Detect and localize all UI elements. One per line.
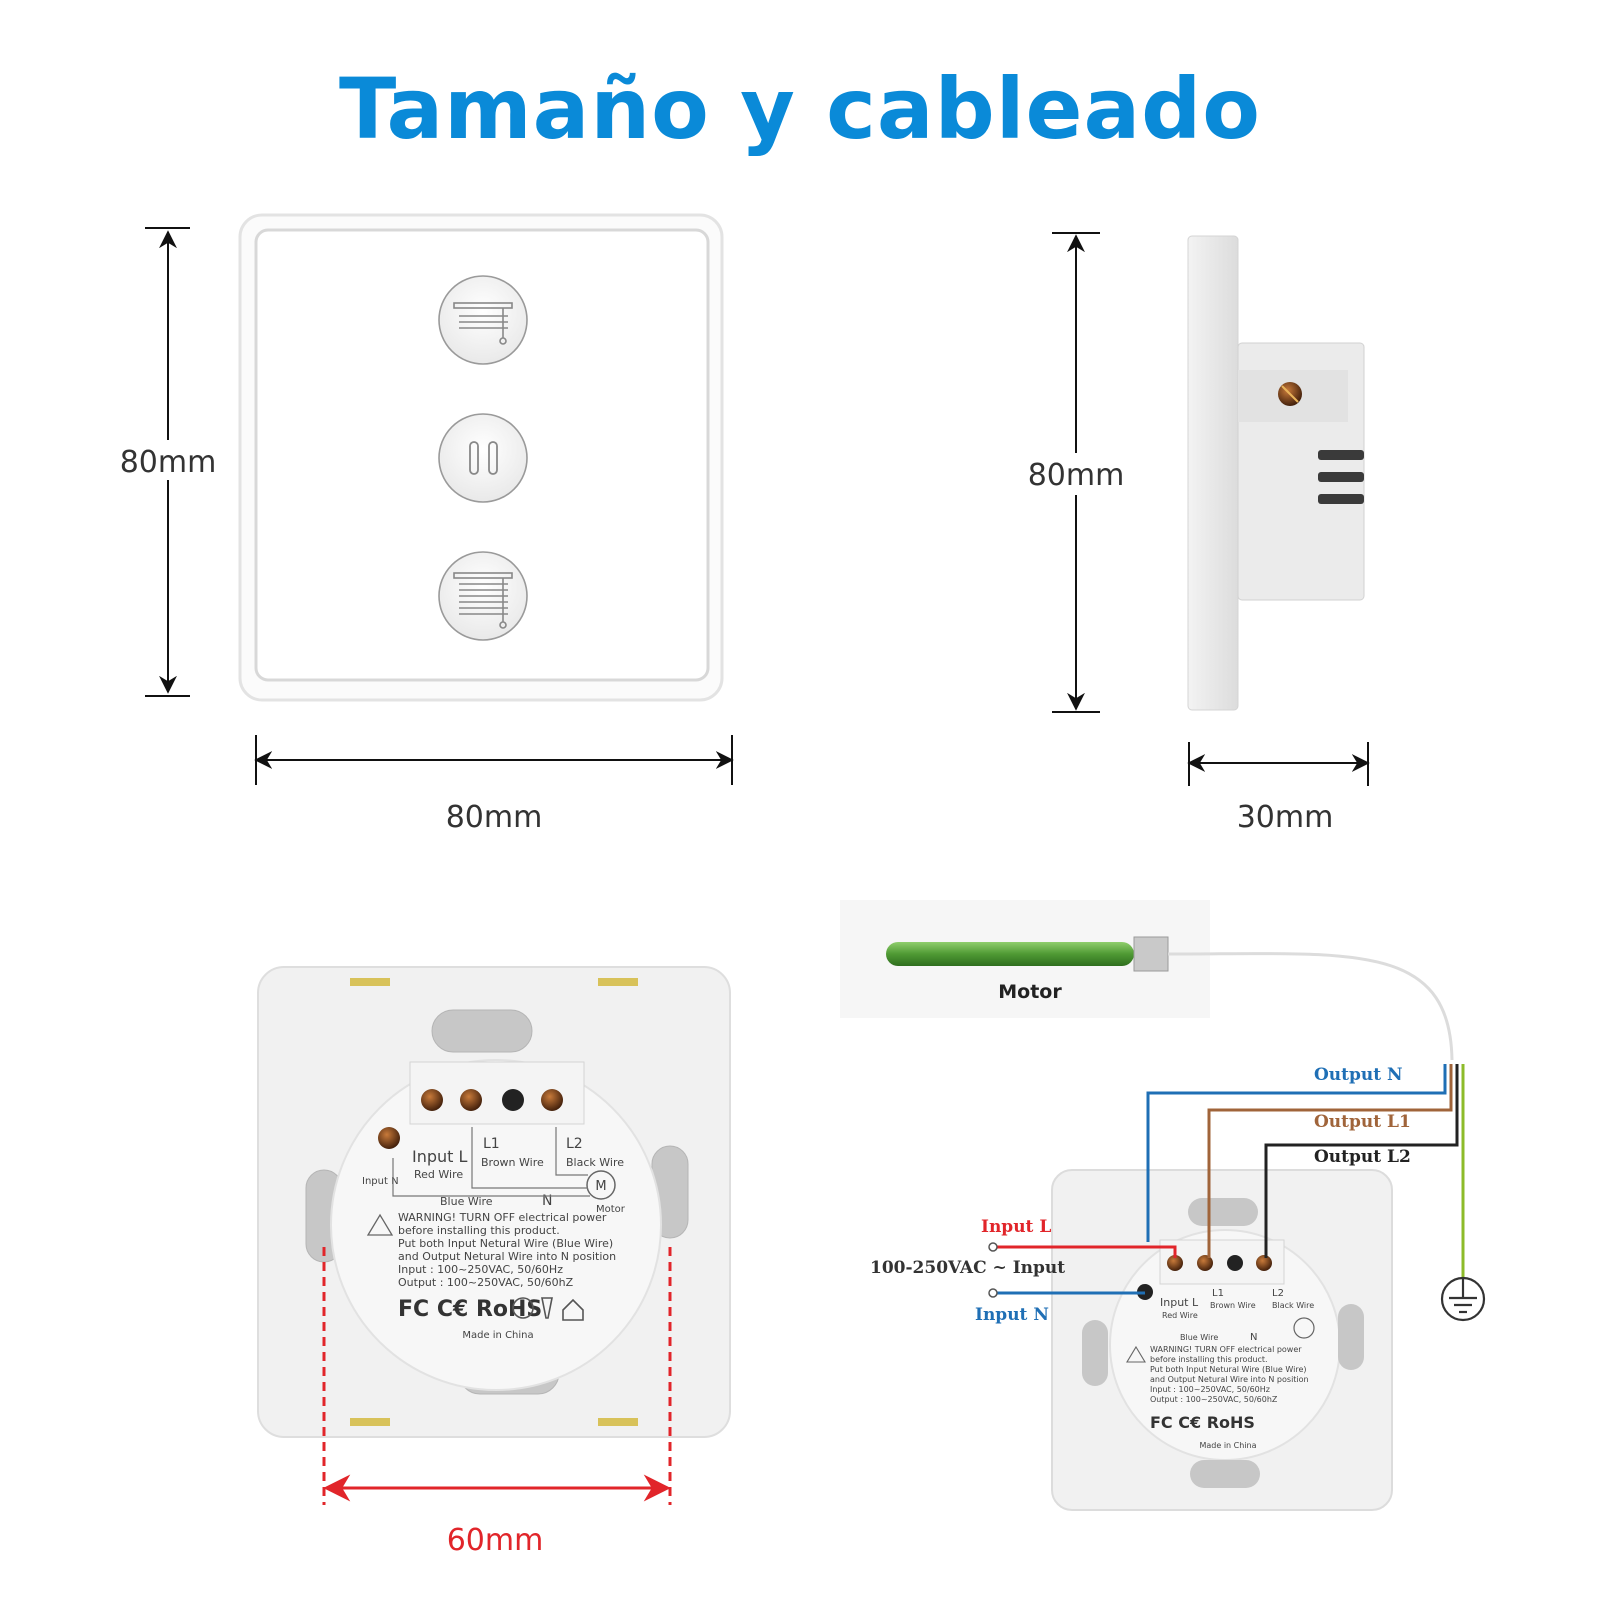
input-n-text: Input N <box>362 1176 399 1187</box>
side-faceplate <box>1187 235 1239 711</box>
wd-warning-line-6: Output : 100~250VAC, 50/60hZ <box>1150 1395 1278 1404</box>
terminal-screws <box>378 1089 563 1149</box>
front-view: 80mm 80mm <box>115 213 734 835</box>
wd-warning-line-4: and Output Netural Wire into N position <box>1150 1375 1309 1384</box>
wd-l2-text: L2 <box>1272 1288 1284 1299</box>
warning-line-5: Input : 100~250VAC, 50/60Hz <box>398 1263 563 1276</box>
output-l2-wire <box>1264 1064 1459 1258</box>
l2-text: L2 <box>566 1136 583 1152</box>
input-voltage-label: 100-250VAC ~ Input <box>870 1258 1065 1278</box>
black-wire-text: Black Wire <box>566 1156 624 1169</box>
output-l1-wire <box>1207 1064 1453 1258</box>
warning-line-6: Output : 100~250VAC, 50/60hZ <box>398 1276 574 1289</box>
wd-warning-line-1: WARNING! TURN OFF electrical power <box>1150 1345 1302 1354</box>
wd-blue-wire-text: Blue Wire <box>1180 1333 1218 1342</box>
recycle-weee-house-icons <box>512 1297 584 1321</box>
mount-spacing-label: 60mm <box>447 1523 544 1558</box>
side-depth-label: 30mm <box>1237 800 1334 835</box>
blind-close-icon <box>453 572 513 629</box>
blind-open-icon <box>453 302 513 345</box>
motor-text: Motor <box>596 1204 626 1215</box>
blue-wire-text: Blue Wire <box>440 1195 493 1208</box>
made-in-text: Made in China <box>462 1330 533 1341</box>
brown-wire-text: Brown Wire <box>481 1156 544 1169</box>
close-button <box>438 551 528 641</box>
motor-cable <box>1167 951 1454 1061</box>
output-l1-label: Output L1 <box>1314 1112 1411 1132</box>
warning-icon <box>366 1213 394 1236</box>
wd-n-text: N <box>1250 1332 1257 1343</box>
input-l-label: Input L <box>981 1217 1051 1237</box>
warning-line-3: Put both Input Netural Wire (Blue Wire) <box>398 1237 613 1250</box>
input-l-text: Input L <box>412 1147 468 1166</box>
l1-text: L1 <box>483 1136 500 1152</box>
front-width-label: 80mm <box>446 800 543 835</box>
output-n-wire <box>1146 1064 1447 1242</box>
open-button <box>438 275 528 365</box>
wd-input-l-text: Input L <box>1160 1296 1199 1309</box>
wd-certification-marks: FC C€ RoHS <box>1150 1413 1255 1432</box>
back-view: Input L Red Wire L1 Brown Wire L2 Black … <box>257 966 731 1558</box>
motor-symbol-icon <box>586 1170 616 1200</box>
wd-l1-text: L1 <box>1212 1288 1224 1299</box>
warning-line-4: and Output Netural Wire into N position <box>398 1250 616 1263</box>
output-l2-label: Output L2 <box>1314 1147 1411 1167</box>
wd-red-wire-text: Red Wire <box>1162 1311 1198 1320</box>
back-module-circle <box>330 1059 662 1391</box>
certification-marks: FC C€ RoHS <box>398 1297 542 1322</box>
wd-brown-wire-text: Brown Wire <box>1210 1301 1256 1310</box>
side-height-label: 80mm <box>1028 458 1125 493</box>
motor-head <box>1133 936 1169 972</box>
top-slot <box>431 1009 533 1053</box>
pause-icon <box>469 441 498 475</box>
warning-line-1: WARNING! TURN OFF electrical power <box>398 1211 607 1224</box>
pause-button <box>438 413 528 503</box>
warning-line-2: before installing this product. <box>398 1224 560 1237</box>
wd-warning-line-2: before installing this product. <box>1150 1355 1268 1364</box>
output-n-label: Output N <box>1314 1065 1403 1085</box>
wiring-diagram: Motor Input L Red Wire L1 Brown Wire L2 … <box>840 900 1486 1511</box>
red-wire-text: Red Wire <box>414 1168 463 1181</box>
wd-made-in-text: Made in China <box>1199 1441 1256 1450</box>
motor-symbol-text: M <box>595 1179 606 1194</box>
page-title: Tamaño y cableado <box>338 60 1261 158</box>
front-height-label: 80mm <box>120 445 217 480</box>
wd-warning-line-5: Input : 100~250VAC, 50/60Hz <box>1150 1385 1270 1394</box>
motor-tube <box>886 942 1134 966</box>
motor-label: Motor <box>998 981 1062 1003</box>
wd-warning-line-3: Put both Input Netural Wire (Blue Wire) <box>1150 1365 1307 1374</box>
input-n-label: Input N <box>975 1305 1049 1325</box>
input-l-wire <box>993 1245 1177 1258</box>
ground-icon <box>1440 1276 1486 1322</box>
n-text: N <box>542 1193 552 1209</box>
side-view: 80mm 30mm <box>1020 232 1370 835</box>
wd-black-wire-text: Black Wire <box>1272 1301 1314 1310</box>
